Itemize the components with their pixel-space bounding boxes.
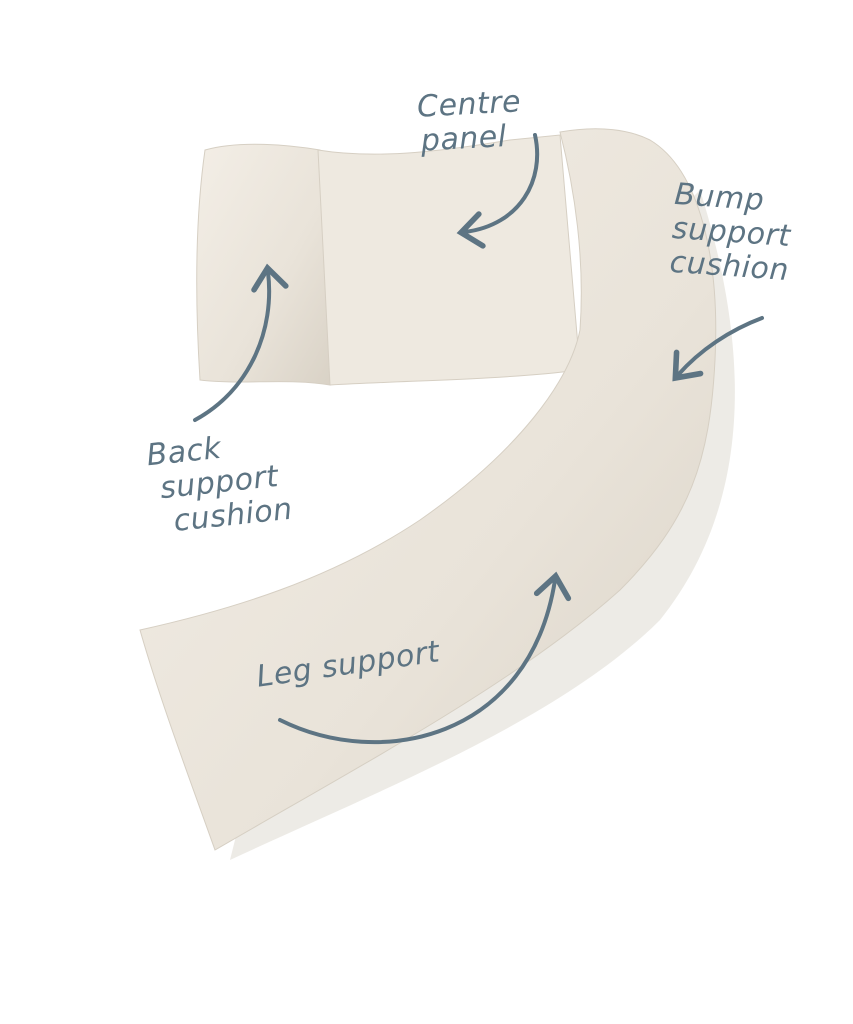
centre-panel-label: Centre panel [416,84,523,159]
label-line: panel [420,119,508,159]
pillow-shadow [230,190,735,860]
label-line: Centre [416,84,522,125]
bump-and-leg-support-cushion [139,128,717,851]
back-support-label: Back support cushion [145,425,294,541]
bump-support-label: Bump support cushion [669,177,795,288]
centre-panel-arrow [456,133,540,249]
leg-support-arrow [278,571,572,745]
back-support-arrow [193,263,289,422]
back-support-cushion [196,143,331,386]
centre-panel [317,134,581,386]
bump-support-arrow [672,316,764,382]
